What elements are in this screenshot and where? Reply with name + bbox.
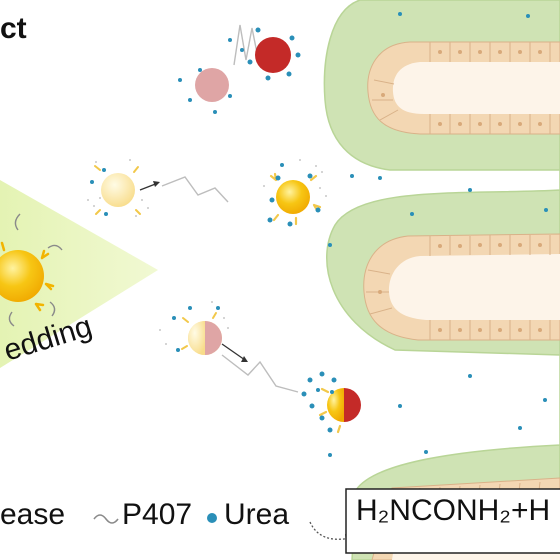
reaction-arrow-icon bbox=[309, 521, 351, 540]
legend-label-urease: ease bbox=[0, 498, 66, 531]
urea-dot-icon bbox=[207, 513, 217, 523]
urea-dots bbox=[90, 12, 548, 457]
legend: ease P407 Urea H₂NCONH₂+H bbox=[0, 484, 560, 560]
product-speckles bbox=[87, 159, 327, 345]
motor-in-panel bbox=[0, 213, 63, 327]
page-title: ct bbox=[0, 12, 27, 45]
reaction-box bbox=[345, 488, 560, 554]
villus-lumen-middle bbox=[388, 254, 560, 320]
reaction-equation: H₂NCONH₂+H bbox=[356, 494, 551, 527]
intestinal-villi bbox=[323, 0, 560, 560]
p407-chain-icon bbox=[93, 514, 119, 524]
villus-lumen-upper bbox=[392, 62, 560, 114]
motor-yellow-active bbox=[269, 172, 322, 226]
motor-janus-active bbox=[318, 387, 361, 434]
motor-pale-swimming bbox=[94, 165, 229, 215]
embedding-panel bbox=[0, 180, 158, 368]
legend-label-p407: P407 bbox=[122, 498, 193, 531]
motor-top-pair bbox=[195, 24, 291, 102]
legend-label-urea: Urea bbox=[224, 498, 290, 531]
motor-janus-mid bbox=[181, 312, 299, 393]
